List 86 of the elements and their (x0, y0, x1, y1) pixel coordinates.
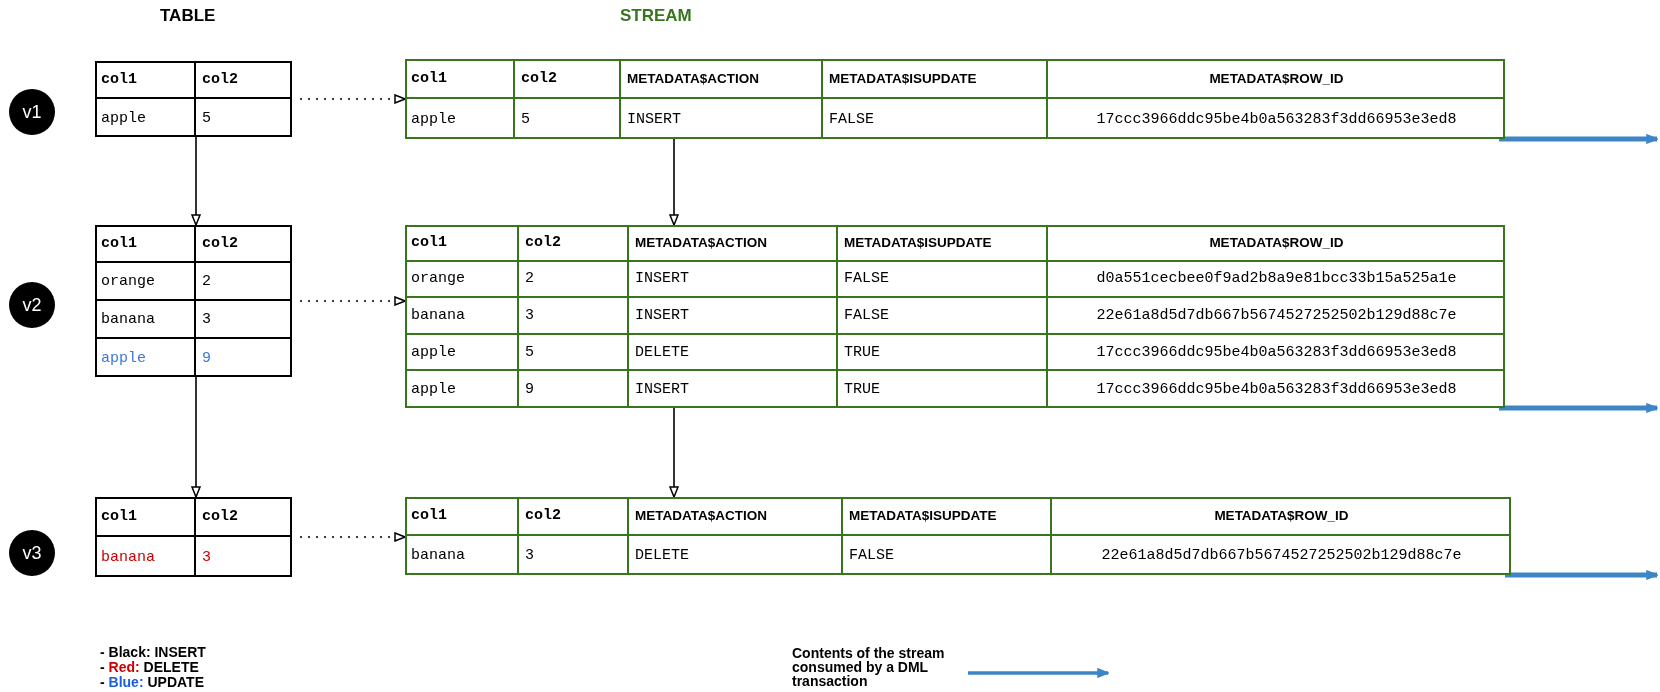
data-table (95, 225, 292, 377)
dotted-arrow (299, 94, 406, 104)
column-header: METADATA$ISUPDATE (838, 225, 1048, 262)
version-badge: v3 (9, 530, 55, 576)
table-cell: 9 (519, 371, 629, 408)
legend-item: - Black: INSERT (100, 645, 206, 660)
stream-table (405, 59, 1505, 139)
table-cell: INSERT (629, 261, 838, 299)
table-cell: 22e61a8d5d7db667b5674527252502b129d88c7e (1048, 298, 1505, 335)
arrow (669, 138, 679, 226)
table-cell: orange (405, 261, 519, 299)
column-header: col2 (515, 59, 621, 99)
consumption-arrow (1499, 403, 1658, 413)
column-header: METADATA$ACTION (621, 59, 823, 99)
table-cell: FALSE (838, 261, 1048, 299)
table-cell: banana (405, 298, 519, 335)
arrow (191, 376, 201, 498)
table-cell: 5 (515, 99, 621, 139)
column-header: METADATA$ACTION (629, 225, 838, 262)
column-header: col1 (405, 497, 519, 536)
table-cell: banana (95, 537, 196, 577)
column-header: METADATA$ISUPDATE (843, 497, 1052, 536)
legend-item: - Red: DELETE (100, 660, 199, 675)
table-cell: 2 (196, 263, 292, 301)
table-cell: apple (405, 334, 519, 372)
arrow (191, 136, 201, 226)
column-header: col2 (196, 225, 292, 263)
table-cell: apple (95, 339, 196, 377)
arrow (669, 407, 679, 498)
table-cell: 17ccc3966ddc95be4b0a563283f3dd66953e3ed8 (1048, 334, 1505, 372)
consumption-arrow (1505, 570, 1658, 580)
stream-table (405, 497, 1511, 575)
table-cell: apple (405, 99, 515, 139)
table-cell: orange (95, 263, 196, 301)
table-cell-text: 3 (201, 547, 212, 568)
column-header: col1 (95, 497, 196, 537)
table-cell: 3 (519, 536, 629, 575)
data-table (95, 61, 292, 137)
column-header: col1 (405, 59, 515, 99)
column-header: METADATA$ACTION (629, 497, 843, 536)
column-header: METADATA$ISUPDATE (823, 59, 1048, 99)
column-heading: STREAM (620, 6, 692, 26)
version-badge: v2 (9, 282, 55, 328)
table-cell: d0a551cecbee0f9ad2b8a9e81bcc33b15a525a1e (1048, 261, 1505, 299)
table-cell: 2 (519, 261, 629, 299)
table-cell: banana (405, 536, 519, 575)
column-header: METADATA$ROW_ID (1052, 497, 1511, 536)
column-header: col2 (519, 497, 629, 536)
table-cell: banana (95, 301, 196, 339)
dotted-arrow (299, 532, 406, 542)
table-cell-text: 9 (201, 348, 212, 369)
table-cell: FALSE (843, 536, 1052, 575)
table-cell-text: 5 (201, 108, 212, 129)
table-cell: 3 (196, 301, 292, 339)
table-cell-text: 17ccc3966ddc95be4b0a563283f3dd66953e3ed8 (1095, 109, 1458, 130)
table-cell: TRUE (838, 334, 1048, 372)
column-header: col1 (405, 225, 519, 262)
column-heading: TABLE (160, 6, 216, 26)
table-cell-text: 17ccc3966ddc95be4b0a563283f3dd66953e3ed8 (1095, 380, 1458, 401)
table-cell: DELETE (629, 334, 838, 372)
table-cell: INSERT (629, 298, 838, 335)
table-cell: apple (95, 99, 196, 137)
table-cell: INSERT (629, 371, 838, 408)
table-cell: FALSE (838, 298, 1048, 335)
legend-item: Contents of the stream consumed by a DML transaction (792, 646, 946, 688)
data-table (95, 497, 292, 577)
table-cell: apple (405, 371, 519, 408)
dotted-arrow (299, 296, 406, 306)
table-cell: TRUE (838, 371, 1048, 408)
table-cell: 3 (519, 298, 629, 335)
legend-item: - Blue: UPDATE (100, 675, 204, 690)
table-cell: INSERT (621, 99, 823, 139)
table-cell: DELETE (629, 536, 843, 575)
column-header: col2 (196, 497, 292, 537)
table-cell: FALSE (823, 99, 1048, 139)
table-cell: 5 (519, 334, 629, 372)
column-header: col1 (95, 61, 196, 99)
version-badge: v1 (9, 89, 55, 135)
column-header: METADATA$ROW_ID (1048, 59, 1505, 99)
consumption-arrow (1499, 134, 1658, 144)
stream-table (405, 225, 1505, 408)
column-header: METADATA$ROW_ID (1048, 225, 1505, 262)
column-header: col2 (519, 225, 629, 262)
column-header: col1 (95, 225, 196, 263)
column-header: col2 (196, 61, 292, 99)
table-cell-text: 22e61a8d5d7db667b5674527252502b129d88c7e (1100, 546, 1463, 566)
